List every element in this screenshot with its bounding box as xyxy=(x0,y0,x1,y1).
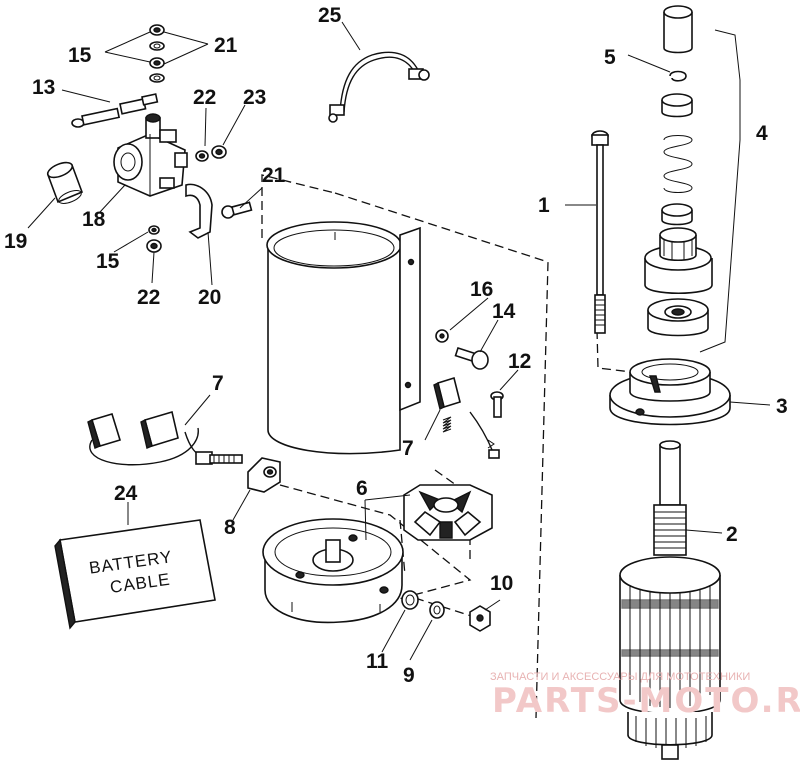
motor-frame-housing xyxy=(266,221,421,455)
label-20: 21 xyxy=(262,164,286,187)
label-13: 13 xyxy=(32,76,55,99)
label-25: 25 xyxy=(318,4,342,27)
watermark: ЗАПЧАСТИ И АКСЕССУАРЫ ДЛЯ МОТОТЕХНИКИ PA… xyxy=(490,671,800,721)
part-13-terminal-bolt xyxy=(71,93,159,128)
callout-labels: 25 15 21 13 22 23 18 19 21 15 22 20 5 4 … xyxy=(4,4,788,687)
part-20-screw xyxy=(221,201,253,219)
label-7-left: 7 xyxy=(212,372,224,395)
part-17-solenoid xyxy=(113,113,188,197)
part-2-armature xyxy=(619,440,721,760)
watermark-caption: ЗАПЧАСТИ И АКСЕССУАРЫ ДЛЯ МОТОТЕХНИКИ xyxy=(490,671,750,683)
part-22-23-nuts xyxy=(195,145,227,162)
part-15-21-nut-stack-top xyxy=(149,24,165,83)
label-9: 9 xyxy=(403,664,415,687)
label-16: 16 xyxy=(470,278,493,301)
part-16-washer xyxy=(435,329,449,343)
label-6: 6 xyxy=(356,477,368,500)
part-8-brush-holder xyxy=(247,457,281,493)
label-14: 14 xyxy=(492,300,516,323)
label-11: 11 xyxy=(366,650,389,673)
leader-lines xyxy=(27,21,771,661)
label-23: 23 xyxy=(243,86,266,109)
label-19: 20 xyxy=(198,286,221,309)
label-10: 10 xyxy=(490,572,513,595)
part-3-drive-end-head xyxy=(609,358,731,426)
part-7-brush-lead-set xyxy=(87,410,243,466)
label-8: 8 xyxy=(224,516,236,539)
part-18-rubber-boot xyxy=(46,161,84,204)
part-6-brush-plate xyxy=(403,484,493,541)
part-10-nut xyxy=(469,605,491,632)
part-11-washer xyxy=(401,590,419,610)
label-15-lower: 15 xyxy=(96,250,120,273)
part-24-battery-cable-box xyxy=(54,519,216,630)
label-22: 22 xyxy=(193,86,216,109)
part-7-brush-with-spring xyxy=(433,376,500,459)
label-17: 18 xyxy=(82,208,106,231)
part-25-lead-wire xyxy=(328,51,430,123)
commutator-end-cap xyxy=(262,518,404,624)
label-2: 2 xyxy=(726,523,738,546)
part-12-screw xyxy=(490,391,504,418)
part-1-through-bolt xyxy=(591,130,609,334)
label-3: 3 xyxy=(776,395,788,418)
label-7-right: 7 xyxy=(402,437,414,460)
label-21-top: 21 xyxy=(214,34,238,57)
label-1: 1 xyxy=(538,194,550,217)
part-4-drive-assembly xyxy=(644,5,713,337)
part-14-bolt xyxy=(454,346,489,370)
watermark-brand: PARTS-MOTO.RU xyxy=(492,681,800,721)
label-12: 12 xyxy=(508,350,531,373)
part-19-mounting-bracket xyxy=(185,183,213,239)
part-15-21-nut-stack-lower xyxy=(146,225,162,253)
label-18: 19 xyxy=(4,230,27,253)
label-24: 24 xyxy=(114,482,138,505)
part-9-washer xyxy=(429,601,445,619)
label-21-lower: 22 xyxy=(137,286,160,309)
label-15-top: 15 xyxy=(68,44,92,67)
label-4: 4 xyxy=(756,122,768,145)
label-5: 5 xyxy=(604,46,616,69)
